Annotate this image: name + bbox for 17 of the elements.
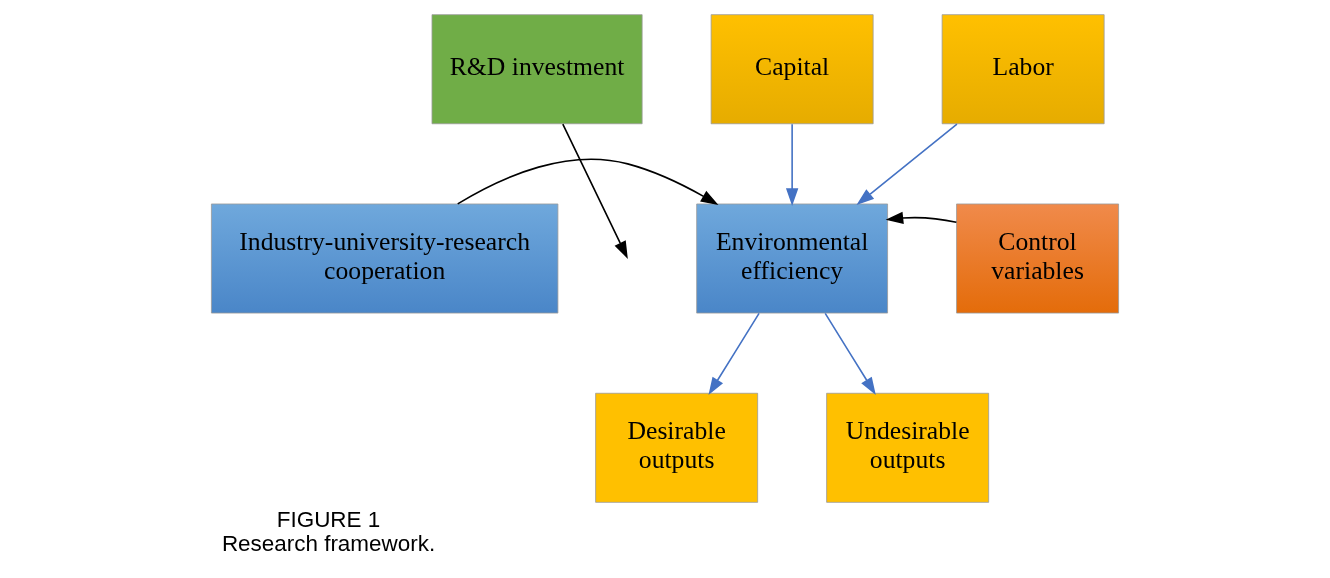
node-box: Labor [941,14,1105,125]
arrow [885,211,958,225]
node-box: Undesirable outputs [826,392,990,503]
arrow [562,123,628,259]
node-box: R&D investment [431,14,643,125]
node-box: Control variables [956,203,1119,314]
node-box: Desirable outputs [595,392,759,503]
diagram-title: FIGURE 1 [276,506,381,532]
node-box: Capital [710,14,874,125]
arrow [708,312,760,395]
node-box: Industry-university-research cooperation [211,203,559,314]
arrow [856,123,958,206]
node-box: Environmental efficiency [696,203,888,314]
caption: Research framework. [221,530,436,556]
arrow [824,312,876,395]
arrow [785,123,799,206]
arrow [456,158,719,206]
